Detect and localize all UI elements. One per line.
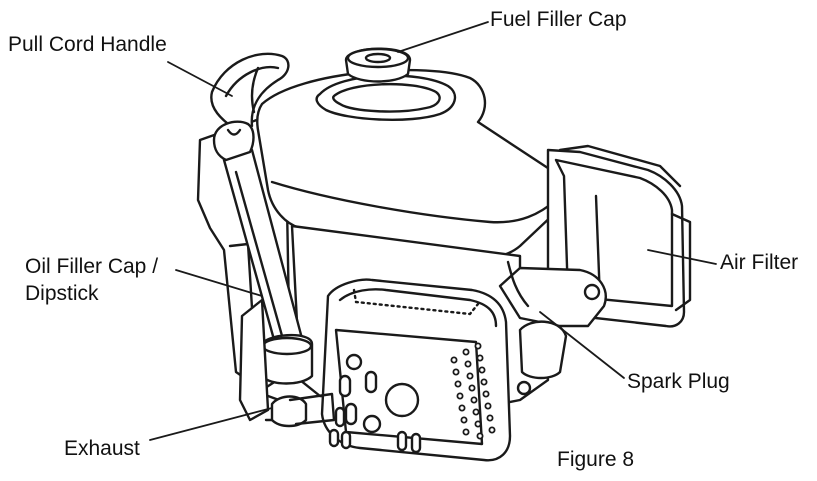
shroud-top-cap-inner	[332, 82, 441, 113]
muffler-port-top	[345, 353, 363, 371]
label-air-filter: Air Filter	[720, 251, 799, 274]
muffler-slot-7	[328, 428, 340, 448]
exhaust-pipe	[288, 392, 336, 426]
pull-cord-handle-inner	[224, 65, 280, 98]
muffler-slot-2	[344, 402, 358, 426]
fuel-filler-cap-center	[364, 52, 392, 64]
spark-plug-wire	[506, 260, 530, 308]
muffler-dotted-guard	[352, 288, 480, 316]
label-exhaust: Exhaust	[64, 437, 140, 460]
leader-spark-plug	[539, 311, 625, 379]
muffler-port-small	[362, 414, 382, 434]
leader-air-filter	[647, 249, 717, 265]
spark-plug-boot	[498, 266, 607, 328]
leader-exhaust	[149, 407, 273, 441]
air-filter-rim-top	[558, 144, 682, 188]
muffler-top-edge	[338, 288, 498, 328]
exhaust-outlet	[270, 395, 308, 428]
pull-cord-grip	[250, 66, 260, 114]
label-fuel-filler-cap: Fuel Filler Cap	[490, 8, 627, 31]
muffler-port-large	[384, 382, 420, 418]
muffler-slot-1	[338, 374, 352, 398]
leader-pull-cord-handle	[167, 61, 233, 97]
shroud-front-edge	[270, 180, 558, 224]
muffler-slot-4	[334, 406, 346, 428]
spark-plug-head	[518, 320, 568, 380]
spark-plug-bolt	[583, 283, 601, 301]
label-pull-cord-handle: Pull Cord Handle	[8, 33, 167, 56]
muffler-slot-6	[410, 432, 422, 454]
leader-oil-filler-cap	[175, 269, 263, 297]
figure-caption: Figure 8	[557, 448, 635, 471]
muffler-face	[334, 328, 484, 446]
spark-plug-base-bolt	[516, 380, 532, 396]
engine-mount-left	[238, 298, 270, 422]
muffler-slot-8	[340, 430, 352, 450]
muffler-vent-holes	[450, 342, 496, 440]
label-oil-filler-cap: Oil Filler Cap /	[25, 255, 159, 278]
dipstick-base-top	[261, 336, 313, 356]
leader-fuel-filler-cap	[397, 21, 489, 53]
muffler-slot-5	[396, 430, 408, 452]
air-filter-edge-detail	[670, 212, 692, 312]
label-spark-plug: Spark Plug	[627, 370, 730, 393]
air-filter-cover	[554, 158, 674, 308]
dipstick-handle-notch	[226, 128, 242, 136]
label-dipstick: Dipstick	[25, 282, 99, 305]
dipstick-handle	[212, 120, 255, 162]
dipstick-ridge	[234, 170, 288, 352]
muffler-slot-3	[364, 370, 378, 394]
